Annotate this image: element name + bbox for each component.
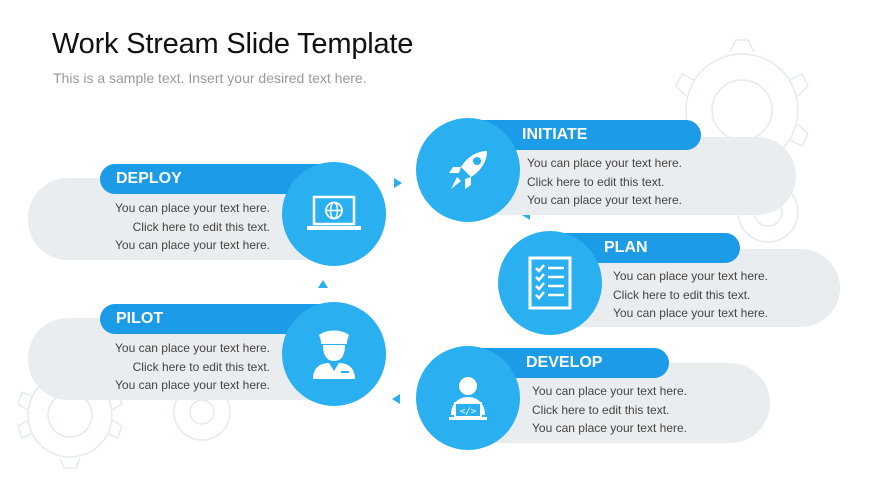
arrow-develop-to-pilot	[392, 394, 400, 404]
deploy-description: You can place your text here. Click here…	[90, 199, 270, 255]
initiate-icon-circle	[416, 118, 520, 222]
plan-description: You can place your text here. Click here…	[613, 267, 768, 323]
arrow-deploy-to-initiate	[394, 178, 402, 188]
developer-icon: </>	[449, 377, 487, 420]
develop-line-2: Click here to edit this text.	[532, 402, 670, 417]
initiate-line-1: You can place your text here.	[527, 156, 682, 170]
initiate-line-3: You can place your text here.	[527, 193, 682, 207]
page-title: Work Stream Slide Template	[52, 28, 414, 60]
plan-line-2: Click here to edit this text.	[613, 287, 751, 302]
deploy-line-3: You can place your text here.	[115, 238, 270, 252]
rocket-icon	[449, 151, 487, 189]
pilot-line-2: Click here to edit this text.	[132, 359, 270, 374]
arrow-initiate-to-plan	[522, 210, 530, 220]
plan-line-3: You can place your text here.	[613, 306, 768, 320]
plan-icon-circle	[498, 231, 602, 335]
arrow-pilot-to-deploy	[318, 280, 328, 288]
initiate-line-2: Click here to edit this text.	[527, 174, 665, 189]
deploy-icon-circle	[282, 162, 386, 266]
deploy-line-2: Click here to edit this text.	[132, 219, 270, 234]
pilot-line-3: You can place your text here.	[115, 378, 270, 392]
deploy-line-1: You can place your text here.	[115, 201, 270, 215]
page-subtitle: This is a sample text. Insert your desir…	[53, 70, 367, 86]
develop-description: You can place your text here. Click here…	[532, 382, 687, 438]
pilot-icon	[313, 330, 355, 379]
develop-line-1: You can place your text here.	[532, 384, 687, 398]
initiate-description: You can place your text here. Click here…	[527, 154, 682, 210]
checklist-icon	[528, 256, 572, 310]
develop-line-3: You can place your text here.	[532, 421, 687, 435]
pilot-icon-circle	[282, 302, 386, 406]
develop-icon-circle: </>	[416, 346, 520, 450]
pilot-description: You can place your text here. Click here…	[90, 339, 270, 395]
svg-text:</>: </>	[460, 407, 477, 417]
laptop-globe-icon	[307, 195, 361, 230]
plan-line-1: You can place your text here.	[613, 269, 768, 283]
pilot-line-1: You can place your text here.	[115, 341, 270, 355]
